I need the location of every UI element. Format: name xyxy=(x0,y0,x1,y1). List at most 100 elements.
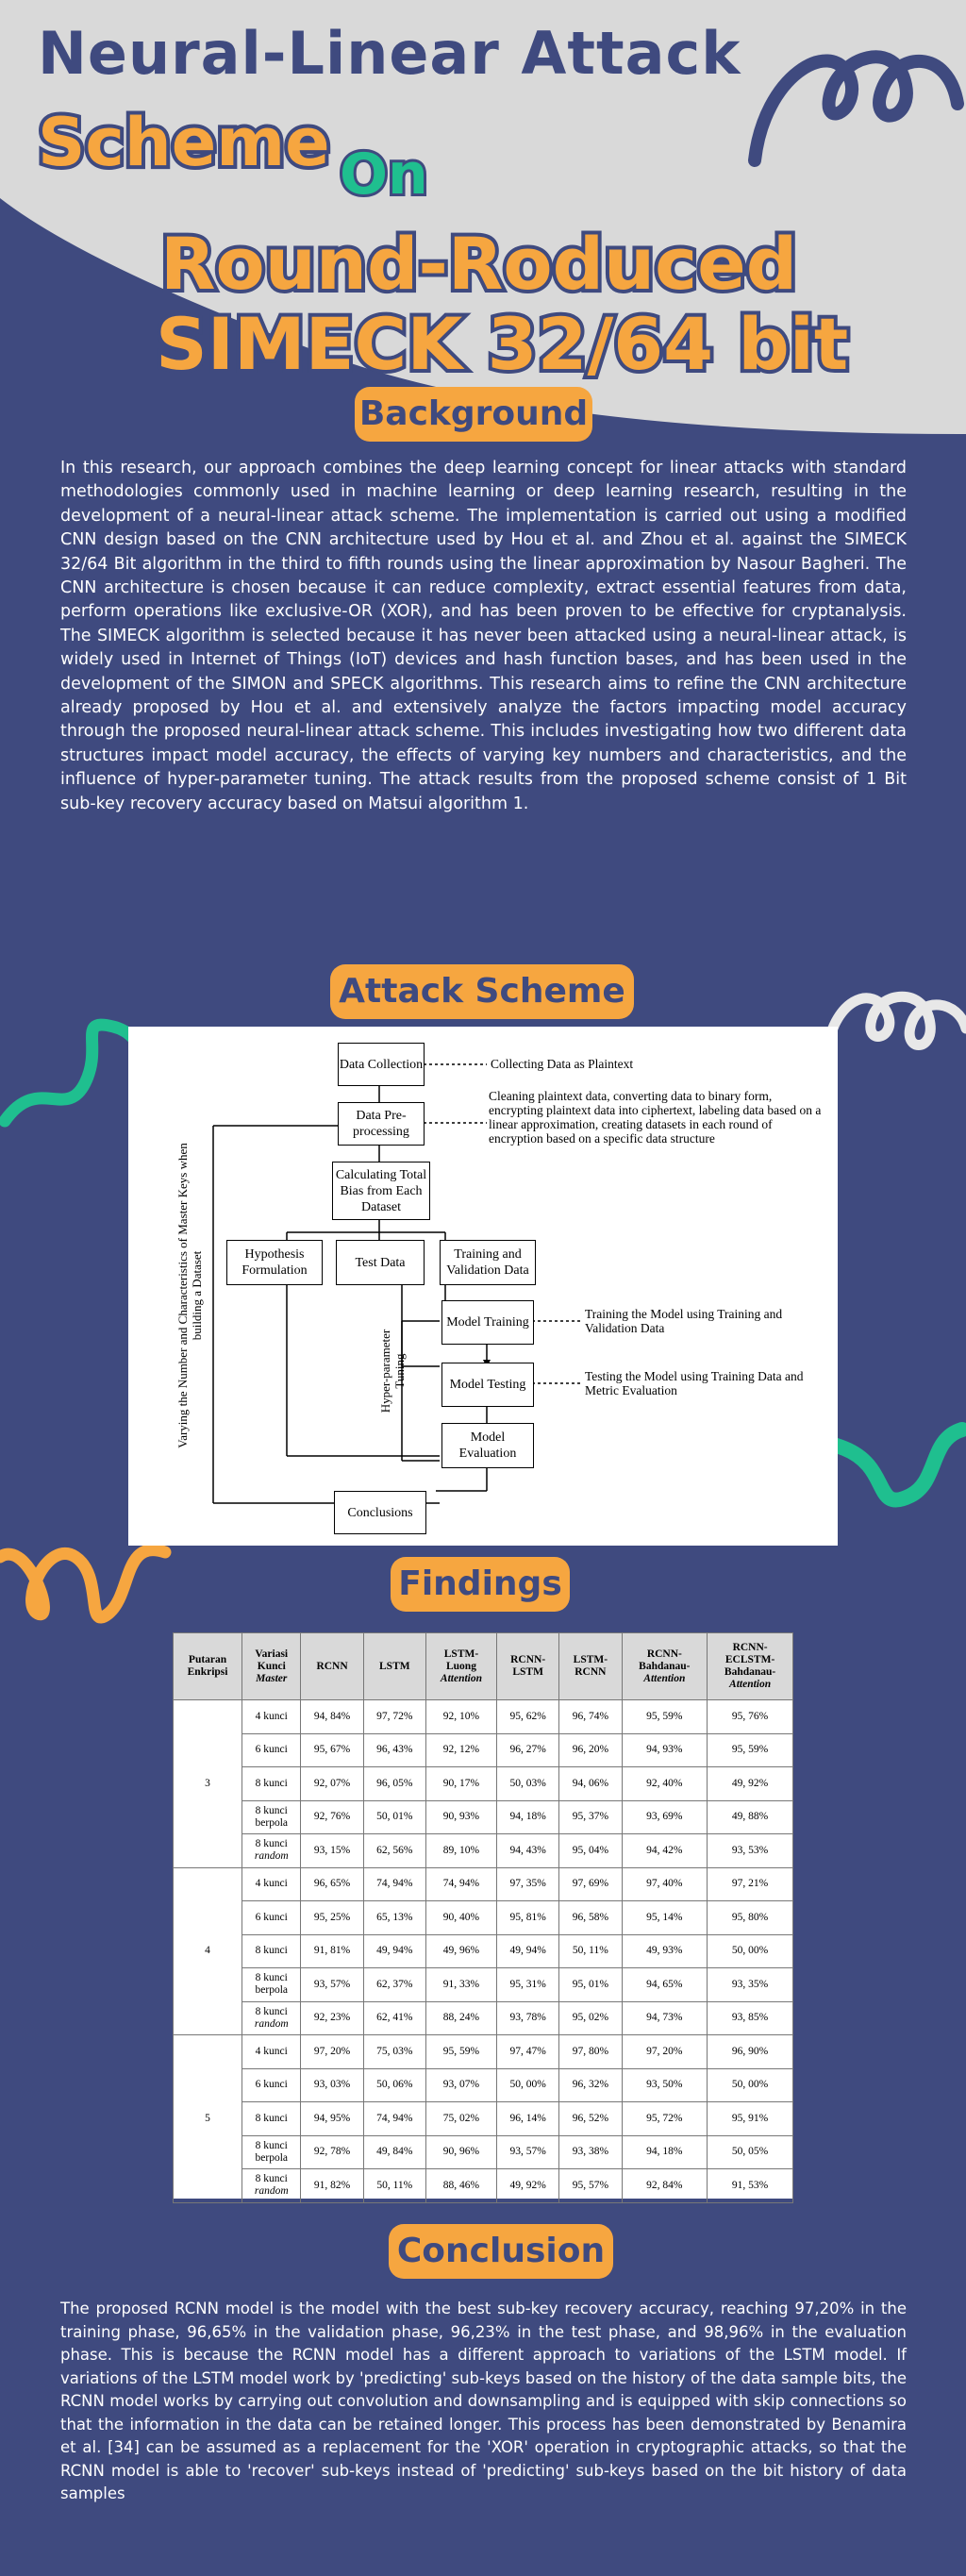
value-cell: 95, 67% xyxy=(300,1732,364,1767)
value-cell: 50, 00% xyxy=(707,2067,793,2102)
findings-header-7: RCNN-Bahdanau-Attention xyxy=(621,1632,708,1700)
value-cell: 74, 94% xyxy=(425,1866,498,1901)
value-cell: 94, 43% xyxy=(495,1833,560,1868)
attack-scheme-heading: Attack Scheme xyxy=(330,964,634,1019)
model-training-box: Model Training xyxy=(441,1300,534,1345)
key-variation-cell: 4 kunci xyxy=(242,1699,302,1734)
value-cell: 90, 96% xyxy=(425,2134,498,2169)
key-variation-cell: 8 kunci xyxy=(242,2101,302,2136)
key-variation-cell: 6 kunci xyxy=(242,1900,302,1935)
findings-header-2: RCNN xyxy=(300,1632,364,1700)
value-cell: 96, 90% xyxy=(707,2034,793,2069)
value-cell: 96, 74% xyxy=(558,1699,623,1734)
title-on: On xyxy=(337,139,431,210)
model-testing-box: Model Testing xyxy=(441,1363,534,1407)
note-training: Training the Model using Training and Va… xyxy=(585,1307,783,1335)
value-cell: 97, 72% xyxy=(362,1699,426,1734)
data-collection-box: Data Collection xyxy=(338,1043,425,1086)
note-cleaning: Cleaning plaintext data, converting data… xyxy=(489,1089,822,1146)
value-cell: 97, 20% xyxy=(300,2034,364,2069)
value-cell: 93, 69% xyxy=(621,1799,708,1834)
value-cell: 95, 04% xyxy=(558,1833,623,1868)
side-label-hyper: Hyper-parameter Tuning xyxy=(378,1329,407,1413)
value-cell: 94, 65% xyxy=(621,1967,708,2002)
value-cell: 95, 59% xyxy=(621,1699,708,1734)
value-cell: 92, 40% xyxy=(621,1766,708,1801)
title-line-4: SIMECK 32/64 bit xyxy=(152,298,852,390)
value-cell: 92, 12% xyxy=(425,1732,498,1767)
background-text: In this research, our approach combines … xyxy=(60,459,907,813)
value-cell: 74, 94% xyxy=(362,1866,426,1901)
value-cell: 96, 52% xyxy=(558,2101,623,2136)
value-cell: 95, 81% xyxy=(495,1900,560,1935)
value-cell: 95, 59% xyxy=(425,2034,498,2069)
value-cell: 97, 47% xyxy=(495,2034,560,2069)
attack-scheme-diagram: Data Collection Data Pre-processing Calc… xyxy=(128,1027,838,1546)
spiral-icon xyxy=(821,991,966,1062)
value-cell: 95, 80% xyxy=(707,1900,793,1935)
value-cell: 75, 03% xyxy=(362,2034,426,2069)
value-cell: 75, 02% xyxy=(425,2101,498,2136)
value-cell: 95, 25% xyxy=(300,1900,364,1935)
value-cell: 95, 02% xyxy=(558,2000,623,2035)
value-cell: 49, 92% xyxy=(495,2168,560,2203)
round-cell: 4 xyxy=(172,1866,243,2035)
value-cell: 95, 57% xyxy=(558,2168,623,2203)
side-label-varying: Varying the Number and Characteristics o… xyxy=(175,1143,204,1448)
value-cell: 94, 93% xyxy=(621,1732,708,1767)
value-cell: 91, 81% xyxy=(300,1933,364,1968)
value-cell: 50, 03% xyxy=(495,1766,560,1801)
value-cell: 93, 53% xyxy=(707,1833,793,1868)
value-cell: 50, 01% xyxy=(362,1799,426,1834)
value-cell: 95, 01% xyxy=(558,1967,623,2002)
value-cell: 93, 07% xyxy=(425,2067,498,2102)
value-cell: 92, 84% xyxy=(621,2168,708,2203)
key-variation-cell: 4 kunci xyxy=(242,1866,302,1901)
value-cell: 95, 62% xyxy=(495,1699,560,1734)
value-cell: 49, 94% xyxy=(495,1933,560,1968)
findings-header-8: RCNN-ECLSTM-Bahdanau-Attention xyxy=(707,1632,793,1700)
value-cell: 94, 73% xyxy=(621,2000,708,2035)
value-cell: 93, 85% xyxy=(707,2000,793,2035)
header-background xyxy=(0,0,966,434)
value-cell: 49, 93% xyxy=(621,1933,708,1968)
value-cell: 65, 13% xyxy=(362,1900,426,1935)
hypothesis-box: Hypothesis Formulation xyxy=(226,1240,323,1285)
value-cell: 92, 76% xyxy=(300,1799,364,1834)
findings-heading: Findings xyxy=(391,1557,570,1612)
value-cell: 49, 96% xyxy=(425,1933,498,1968)
title-line-2: Scheme xyxy=(34,100,334,185)
value-cell: 96, 14% xyxy=(495,2101,560,2136)
value-cell: 62, 56% xyxy=(362,1833,426,1868)
value-cell: 49, 92% xyxy=(707,1766,793,1801)
value-cell: 96, 58% xyxy=(558,1900,623,1935)
value-cell: 49, 94% xyxy=(362,1933,426,1968)
round-cell: 5 xyxy=(172,2034,243,2203)
value-cell: 96, 32% xyxy=(558,2067,623,2102)
value-cell: 91, 53% xyxy=(707,2168,793,2203)
training-validation-box: Training and Validation Data xyxy=(440,1240,536,1285)
value-cell: 93, 38% xyxy=(558,2134,623,2169)
key-variation-cell: 8 kunci xyxy=(242,1933,302,1968)
value-cell: 93, 50% xyxy=(621,2067,708,2102)
value-cell: 94, 06% xyxy=(558,1766,623,1801)
value-cell: 97, 69% xyxy=(558,1866,623,1901)
value-cell: 50, 06% xyxy=(362,2067,426,2102)
value-cell: 91, 82% xyxy=(300,2168,364,2203)
note-testing: Testing the Model using Training Data an… xyxy=(585,1369,804,1397)
